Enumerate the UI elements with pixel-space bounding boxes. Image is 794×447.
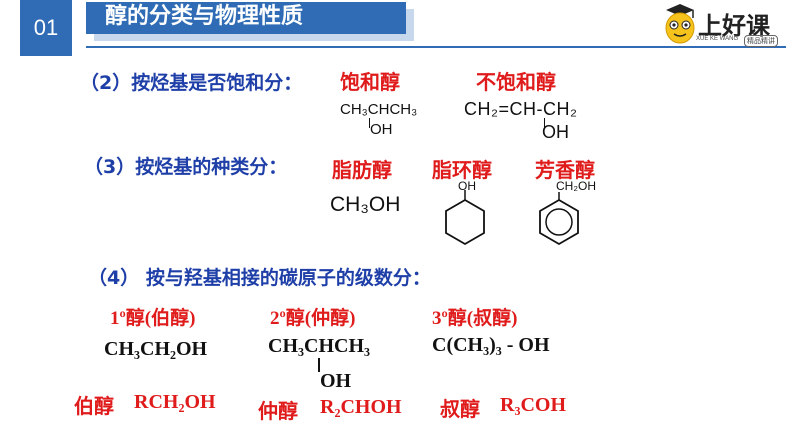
unsaturated-formula: CH₂=CH-CH₂ [464, 99, 578, 119]
benzyl-ch2oh: CH₂OH [556, 179, 596, 193]
secondary-example: CH₃CHCH₃ [268, 335, 370, 357]
secondary-general-formula: R₂CHOH [320, 396, 402, 418]
saturated-formula: CH₃CHCH₃ [340, 101, 418, 118]
section3-label: （3）按烃基的种类分： [84, 156, 288, 178]
secondary-alcohol-label: 2º醇(仲醇) [270, 308, 356, 329]
logo-sub-right: 精品精讲 [744, 35, 778, 47]
primary-general-formula: RCH₂OH [134, 391, 216, 413]
mascot-icon [665, 4, 695, 44]
aliphatic-alcohol-label: 脂肪醇 [332, 158, 392, 182]
benzene-ring-icon [539, 192, 579, 246]
secondary-oh-bond [318, 358, 320, 372]
cyclohexane-ring-icon [445, 190, 485, 246]
section2-label: （2）按烃基是否饱和分： [80, 72, 303, 94]
logo: 上好课 XUE KE WANG 精品精讲 [660, 2, 790, 48]
secondary-oh: OH [320, 370, 352, 392]
aromatic-alcohol-label: 芳香醇 [535, 158, 595, 182]
tertiary-example: C(CH₃)₃ - OH [432, 334, 550, 356]
tertiary-general-formula: R₃COH [500, 394, 566, 416]
alicyclic-alcohol-label: 脂环醇 [432, 158, 492, 182]
saturated-alcohol-label: 饱和醇 [340, 70, 400, 94]
cyclohexanol-oh: OH [458, 179, 476, 193]
logo-sub-left: XUE KE WANG [696, 36, 739, 42]
section-number-badge: 01 [20, 0, 72, 56]
saturated-oh-bond [369, 118, 370, 128]
tertiary-name: 叔醇 [440, 397, 480, 421]
unsaturated-oh: OH [542, 122, 569, 142]
title-bar [86, 2, 406, 34]
unsaturated-oh-bond [544, 118, 545, 128]
saturated-oh: OH [370, 121, 393, 138]
unsaturated-alcohol-label: 不饱和醇 [476, 70, 556, 94]
tertiary-alcohol-label: 3º醇(叔醇) [432, 308, 518, 329]
primary-name: 伯醇 [74, 394, 114, 418]
methanol-formula: CH₃OH [330, 193, 401, 216]
section4-label: （4） 按与羟基相接的碳原子的级数分： [88, 267, 431, 289]
secondary-name: 仲醇 [258, 399, 298, 423]
page-title: 醇的分类与物理性质 [105, 4, 304, 29]
primary-example: CH₃CH₂OH [104, 338, 208, 360]
primary-alcohol-label: 1º醇(伯醇) [110, 308, 196, 329]
header-divider [86, 46, 786, 48]
section-number: 01 [33, 15, 59, 40]
